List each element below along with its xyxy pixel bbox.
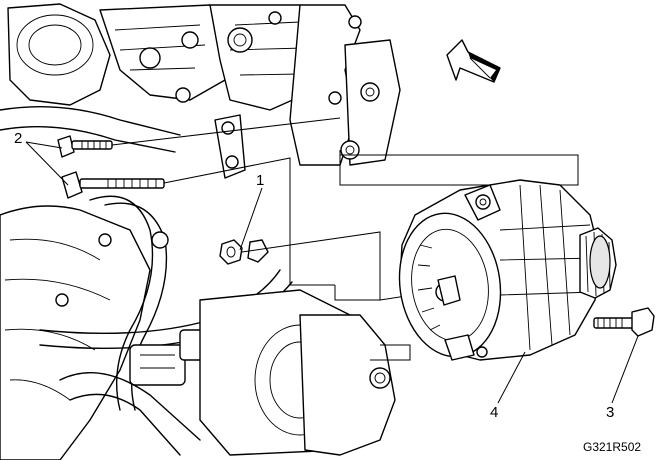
callout-4: 4 [490, 404, 499, 421]
callout-leaders [25, 141, 639, 404]
callout-2: 2 [14, 130, 23, 147]
engine-block [0, 3, 401, 460]
callout-3: 3 [606, 404, 615, 421]
callout-1: 1 [256, 172, 265, 189]
generator-nut [219, 239, 269, 265]
generator-bolt-lower [61, 171, 165, 199]
generator-mounting-bolt [593, 307, 655, 337]
forward-arrow-icon [446, 39, 501, 83]
generator [398, 179, 617, 361]
generator-bolt-upper [57, 135, 113, 158]
figure-id-code: G321R502 [583, 440, 642, 454]
